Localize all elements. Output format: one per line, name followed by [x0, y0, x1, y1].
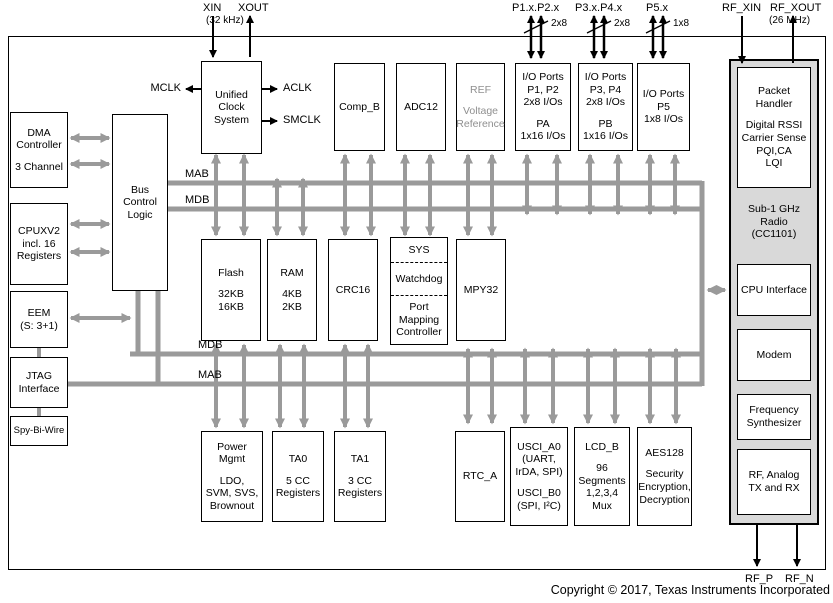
pin-label-rf-p: RF_P — [745, 573, 774, 585]
pin-label-xout: XOUT — [238, 2, 269, 14]
bus-label-mdb-bottom: MDB — [198, 339, 223, 351]
sys-section-label: SYS — [408, 243, 430, 256]
pin-label-rf-xout: RF_XOUT — [770, 2, 822, 14]
usci-block: USCI_A0(UART,IrDA, SPI)USCI_B0(SPI, I²C) — [510, 427, 568, 526]
bus-width-slashes — [523, 20, 671, 34]
mpy32-block: MPY32 — [456, 239, 506, 341]
pin-label-p5: P5.x — [646, 2, 669, 14]
signal-label-smclk: SMCLK — [283, 114, 321, 126]
eem-block: EEM(S: 3+1) — [10, 291, 68, 348]
signal-label-mclk: MCLK — [150, 82, 181, 94]
pin-label-xtal-freq: (32 kHz) — [206, 15, 244, 26]
pin-label-p3p4: P3.x.P4.x — [575, 2, 623, 14]
bus-label-mab-bottom: MAB — [198, 369, 222, 381]
crc16-block: CRC16 — [328, 239, 378, 341]
pin-label-p3p4-width: 2x8 — [614, 18, 631, 29]
signal-label-aclk: ACLK — [283, 82, 312, 94]
pin-label-p1p2-width: 2x8 — [551, 18, 568, 29]
pin-label-p1p2: P1.x.P2.x — [512, 2, 560, 14]
copyright-text: Copyright © 2017, Texas Instruments Inco… — [550, 583, 830, 597]
rtc-a-block: RTC_A — [455, 431, 505, 522]
spy-bi-wire-block: Spy-Bi-Wire — [10, 416, 68, 446]
adc12-block: ADC12 — [396, 63, 446, 151]
pin-label-rf-xin: RF_XIN — [722, 2, 762, 14]
cpu-interface-block: CPU Interface — [737, 264, 811, 316]
pin-label-p5-width: 1x8 — [673, 18, 690, 29]
pin-label-rf-n: RF_N — [785, 573, 814, 585]
bus-label-mdb-top: MDB — [185, 194, 210, 206]
modem-block: Modem — [737, 329, 811, 381]
pin-label-rf-freq: (26 MHz) — [769, 15, 811, 26]
comp-b-block: Comp_B — [334, 63, 385, 151]
watchdog-section: Watchdog — [391, 262, 447, 295]
pin-label-xin: XIN — [203, 2, 222, 14]
bus-label-mab-top: MAB — [185, 168, 209, 180]
